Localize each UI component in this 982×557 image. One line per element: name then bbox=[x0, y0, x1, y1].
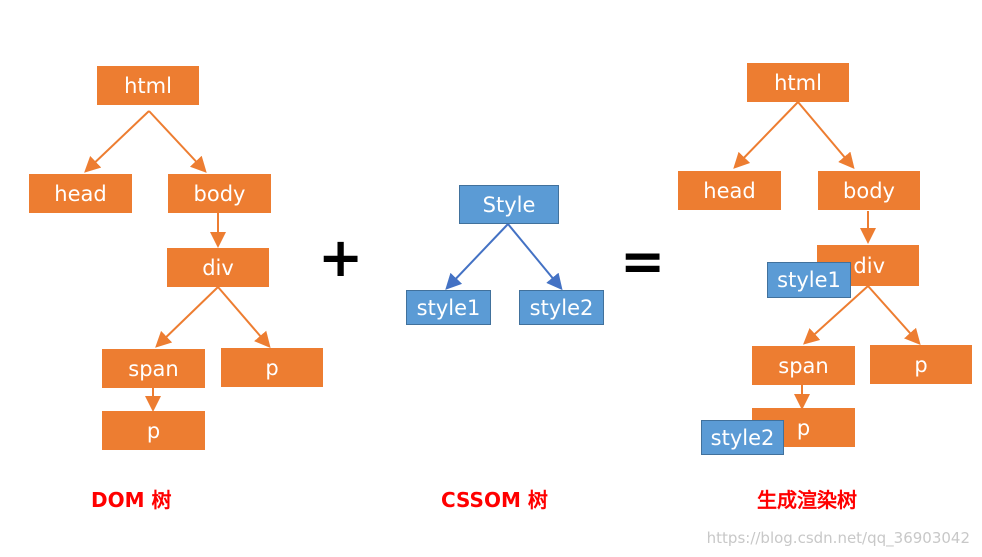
edge-style-style1 bbox=[445, 223, 509, 290]
watermark: https://blog.csdn.net/qq_36903042 bbox=[706, 529, 970, 547]
render-node-span: span bbox=[752, 346, 855, 385]
edge-html-head bbox=[84, 110, 150, 173]
cssom-node-style1: style1 bbox=[406, 290, 491, 325]
cssom-node-style: Style bbox=[459, 185, 559, 224]
edge-r-div-p bbox=[867, 285, 921, 345]
dom-node-span-p: p bbox=[102, 411, 205, 450]
edge-style-style2 bbox=[507, 223, 563, 291]
edge-html-body bbox=[148, 110, 207, 173]
caption-render-tree: 生成渲染树 bbox=[757, 488, 857, 512]
cssom-node-style2: style2 bbox=[519, 290, 604, 325]
edge-r-html-body bbox=[797, 101, 855, 170]
render-node-head: head bbox=[678, 171, 781, 210]
edge-r-div-span bbox=[803, 285, 869, 345]
render-node-style2: style2 bbox=[701, 420, 784, 455]
caption-cssom-tree: CSSOM 树 bbox=[441, 488, 548, 512]
render-node-html: html bbox=[747, 63, 849, 102]
edge-div-span bbox=[155, 286, 219, 348]
render-node-style1: style1 bbox=[767, 262, 851, 298]
render-node-p: p bbox=[870, 345, 972, 384]
dom-node-p: p bbox=[221, 348, 323, 387]
plus-operator: + bbox=[318, 226, 364, 289]
dom-node-html: html bbox=[97, 66, 199, 105]
edge-div-p bbox=[217, 286, 271, 349]
equals-operator: = bbox=[620, 230, 666, 293]
caption-dom-tree: DOM 树 bbox=[91, 488, 172, 512]
dom-node-head: head bbox=[29, 174, 132, 213]
render-node-body: body bbox=[818, 171, 920, 210]
dom-node-body: body bbox=[168, 174, 271, 213]
dom-node-div: div bbox=[167, 248, 269, 287]
dom-node-span: span bbox=[102, 349, 205, 388]
edge-r-html-head bbox=[733, 101, 799, 169]
